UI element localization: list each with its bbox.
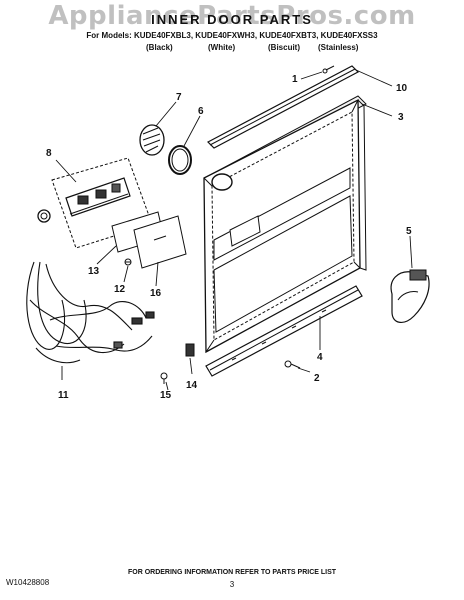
screw-part-12 [124,258,132,266]
callout-4: 4 [317,352,323,363]
color-label-black: (Black) [146,43,173,52]
color-label-stainless: (Stainless) [318,43,359,52]
ordering-note: FOR ORDERING INFORMATION REFER TO PARTS … [127,569,337,576]
leader-lines [55,69,413,391]
color-labels: (Black) (White) (Biscuit) (Stainless) [0,43,464,55]
callout-11: 11 [58,390,69,401]
callout-6: 6 [198,106,204,117]
callout-15: 15 [160,390,172,401]
callout-5: 5 [406,226,412,237]
callout-3: 3 [398,112,404,123]
callout-14: 14 [186,380,198,391]
document-number: W10428808 [6,578,50,587]
screw-part-1 [322,65,335,74]
vent-duct [390,269,430,323]
color-label-biscuit: (Biscuit) [268,43,300,52]
callout-16: 16 [150,288,162,299]
screw-part-15 [160,372,168,384]
callout-12: 12 [114,284,126,295]
dispenser-assembly [37,157,153,249]
callout-13: 13 [88,266,100,277]
inner-door-panel [203,95,367,354]
callout-labels: 1 10 3 7 6 8 5 13 12 16 4 2 11 15 14 [46,74,412,401]
callout-8: 8 [46,148,52,159]
wire-harness [26,261,155,364]
callout-10: 10 [396,83,408,94]
callout-7: 7 [176,92,182,103]
vent-cover [139,124,165,156]
models-line: For Models: KUDE40FXBL3, KUDE40FXWH3, KU… [86,31,378,40]
bottom-trim-strip [205,285,363,377]
color-label-white: (White) [208,43,236,52]
screw-part-2 [284,360,301,369]
callout-2: 2 [314,373,320,384]
gasket-ring [168,145,192,175]
callout-1: 1 [292,74,298,85]
clip-part-14 [185,343,195,357]
top-trim-strip [207,65,359,149]
cover-plate [133,215,187,269]
page-number: 3 [229,580,235,589]
page-title: INNER DOOR PARTS [151,12,313,27]
